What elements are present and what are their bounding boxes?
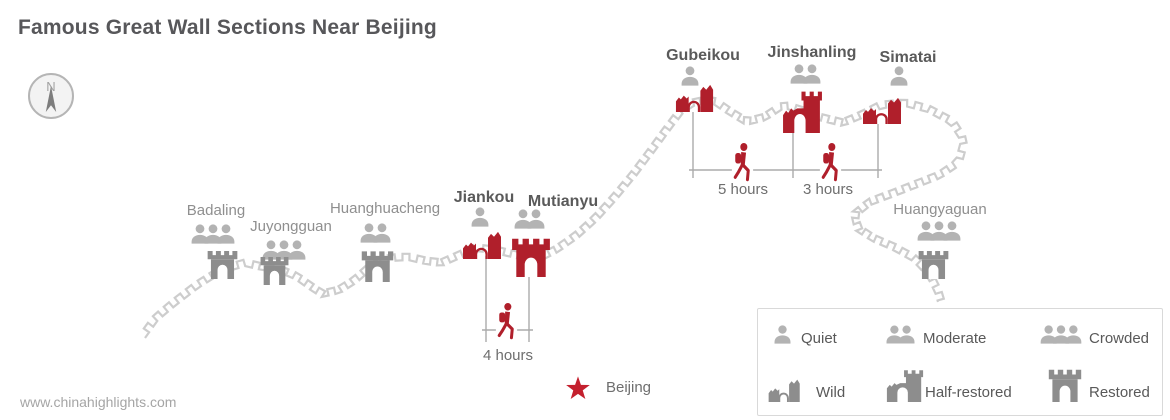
crowded-persons-icon [190, 224, 236, 244]
hike-duration: 3 hours [802, 181, 854, 198]
restored-castle-icon [206, 246, 239, 279]
page-title: Famous Great Wall Sections Near Beijing [18, 16, 437, 39]
compass-needle-icon [45, 86, 57, 112]
great-wall-path [142, 95, 968, 339]
legend-label-wild: Wild [816, 384, 846, 401]
legend: Quiet Moderate Crowded Wild Half-restore… [757, 308, 1163, 416]
restored-castle-icon [360, 246, 395, 282]
compass: N [27, 72, 75, 120]
legend-label-quiet: Quiet [801, 330, 837, 347]
wild-castle-icon [861, 96, 905, 124]
wild-castle-icon [767, 378, 803, 402]
hike-duration: 4 hours [482, 347, 534, 364]
legend-label-crowded: Crowded [1089, 330, 1150, 347]
hiker-icon [819, 142, 842, 182]
hiker-icon [495, 302, 518, 340]
section-label: Huanghuacheng [329, 200, 441, 217]
quiet-person-icon [889, 66, 909, 86]
beijing-label: Beijing [606, 379, 652, 396]
section-label: Gubeikou [666, 47, 740, 64]
moderate-persons-icon [359, 223, 392, 243]
crowded-persons-icon [1039, 325, 1083, 344]
moderate-persons-icon [513, 209, 546, 229]
section-label: Jinshanling [767, 44, 857, 61]
section-label: Huangyaguan [893, 201, 987, 218]
quiet-person-icon [680, 66, 700, 86]
beijing-star-icon [565, 375, 591, 401]
section-label: Juyongguan [250, 218, 332, 235]
quiet-person-icon [773, 325, 792, 344]
restored-castle-icon [1047, 364, 1083, 402]
wild-castle-icon [461, 230, 505, 259]
hike-brackets [482, 112, 882, 342]
moderate-persons-icon [885, 325, 916, 344]
restored-castle-icon [259, 252, 290, 285]
section-label: Mutianyu [527, 193, 599, 210]
legend-label-half-restored: Half-restored [925, 384, 1012, 401]
half-restored-castle-icon [885, 366, 925, 402]
section-label: Simatai [879, 49, 937, 66]
legend-label-moderate: Moderate [923, 330, 987, 347]
quiet-person-icon [470, 207, 490, 227]
hike-duration: 5 hours [717, 181, 769, 198]
legend-label-restored: Restored [1089, 384, 1150, 401]
restored-castle-icon [510, 232, 552, 277]
section-label: Badaling [186, 202, 246, 219]
crowded-persons-icon [916, 221, 962, 241]
restored-castle-icon [917, 246, 950, 279]
wild-castle-icon [674, 83, 717, 112]
section-label: Jiankou [453, 189, 515, 206]
watermark: www.chinahighlights.com [20, 394, 177, 410]
moderate-persons-icon [789, 64, 822, 84]
half-restored-castle-icon [781, 86, 824, 133]
hiker-icon [731, 142, 754, 182]
compass-icon: N [28, 73, 74, 119]
